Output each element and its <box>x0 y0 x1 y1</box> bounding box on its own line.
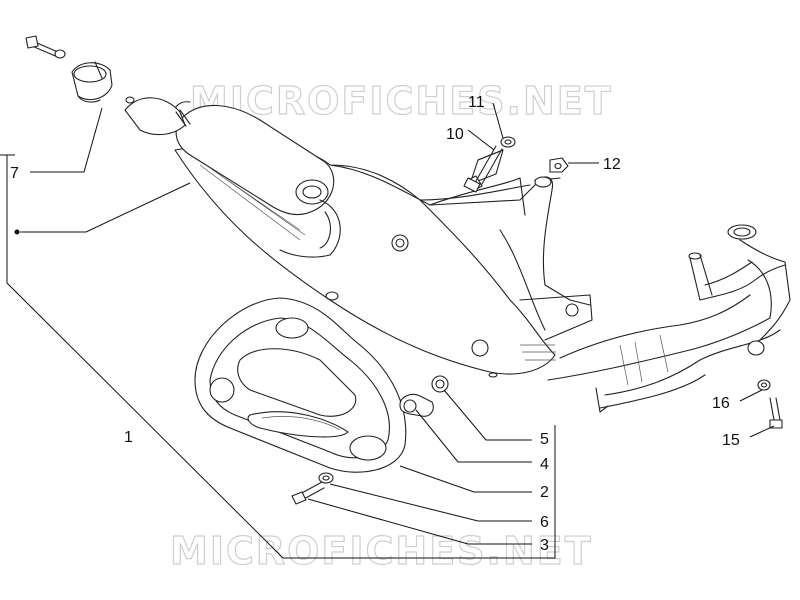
washer-11 <box>500 136 516 148</box>
callout-5: 5 <box>540 431 549 448</box>
bracket-hanger <box>429 149 554 286</box>
callout-4: 4 <box>540 456 549 473</box>
callout-labels: 1 2 3 4 5 6 7 10 11 12 15 16 <box>10 94 740 554</box>
callout-1: 1 <box>124 429 133 446</box>
bolt-15 <box>769 397 783 429</box>
callout-15: 15 <box>722 432 740 449</box>
silencer-can <box>124 97 341 258</box>
callout-16: 16 <box>712 395 730 412</box>
callout-7: 7 <box>10 165 19 182</box>
washer-16 <box>757 379 771 391</box>
callout-10: 10 <box>446 126 464 143</box>
callout-11: 11 <box>468 94 485 111</box>
callout-3: 3 <box>540 537 549 554</box>
mount-hole-right <box>747 340 765 356</box>
watermark-top: MICROFICHES.NET <box>190 79 613 123</box>
muffler-body <box>174 143 593 378</box>
watermark-bottom: MICROFICHES.NET <box>170 529 593 573</box>
heat-shield <box>194 297 407 473</box>
leader-lines <box>0 102 775 559</box>
washer-6 <box>318 472 334 484</box>
nut-12 <box>549 157 569 173</box>
bolt-10 <box>463 145 503 193</box>
bolt-3 <box>291 481 325 505</box>
callout-12: 12 <box>603 156 621 173</box>
callout-6: 6 <box>540 514 549 531</box>
exhaust-header-pipe <box>547 224 791 413</box>
leader-dot <box>14 229 20 235</box>
washer-5 <box>431 375 449 393</box>
callout-2: 2 <box>540 484 549 501</box>
end-cap-7 <box>25 35 135 104</box>
spacer-4 <box>399 393 434 417</box>
